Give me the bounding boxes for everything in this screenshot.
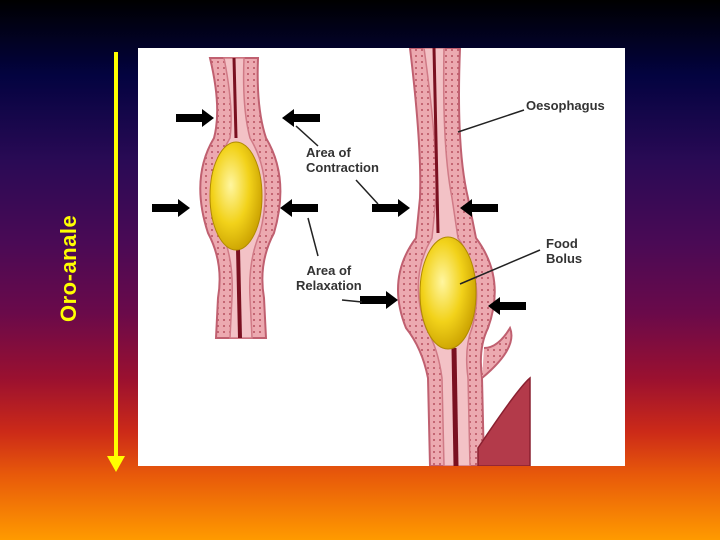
food-bolus-right bbox=[419, 236, 477, 350]
pressure-arrows bbox=[152, 109, 526, 315]
label-food-bolus: Food Bolus bbox=[546, 236, 583, 266]
arrow-right-tube-relaxation-left bbox=[360, 291, 398, 309]
arrow-right-tube-contraction-left bbox=[372, 199, 410, 217]
oesophagus-section-right bbox=[397, 48, 531, 466]
arrow-right-contraction-in bbox=[282, 109, 320, 127]
oesophagus-section-left bbox=[199, 57, 282, 339]
arrow-left-relaxation-in bbox=[152, 199, 190, 217]
axis-title-oro-anale: Oro-anale bbox=[56, 214, 81, 322]
food-bolus-left bbox=[209, 141, 263, 251]
arrow-right-tube-contraction-right bbox=[460, 199, 498, 217]
label-area-of-relaxation: Area of Relaxation bbox=[296, 263, 362, 293]
peristalsis-illustration bbox=[152, 48, 541, 466]
arrow-right-relaxation-in bbox=[280, 199, 318, 217]
diagram-panel: Oesophagus Area of Contraction Area of R… bbox=[138, 48, 625, 466]
arrow-left-contraction-in bbox=[176, 109, 214, 127]
arrow-right-tube-relaxation-right bbox=[488, 297, 526, 315]
label-oesophagus: Oesophagus bbox=[526, 98, 605, 113]
leader-lines bbox=[295, 109, 541, 303]
direction-arrow bbox=[107, 52, 125, 472]
label-area-of-contraction: Area of Contraction bbox=[306, 145, 379, 175]
